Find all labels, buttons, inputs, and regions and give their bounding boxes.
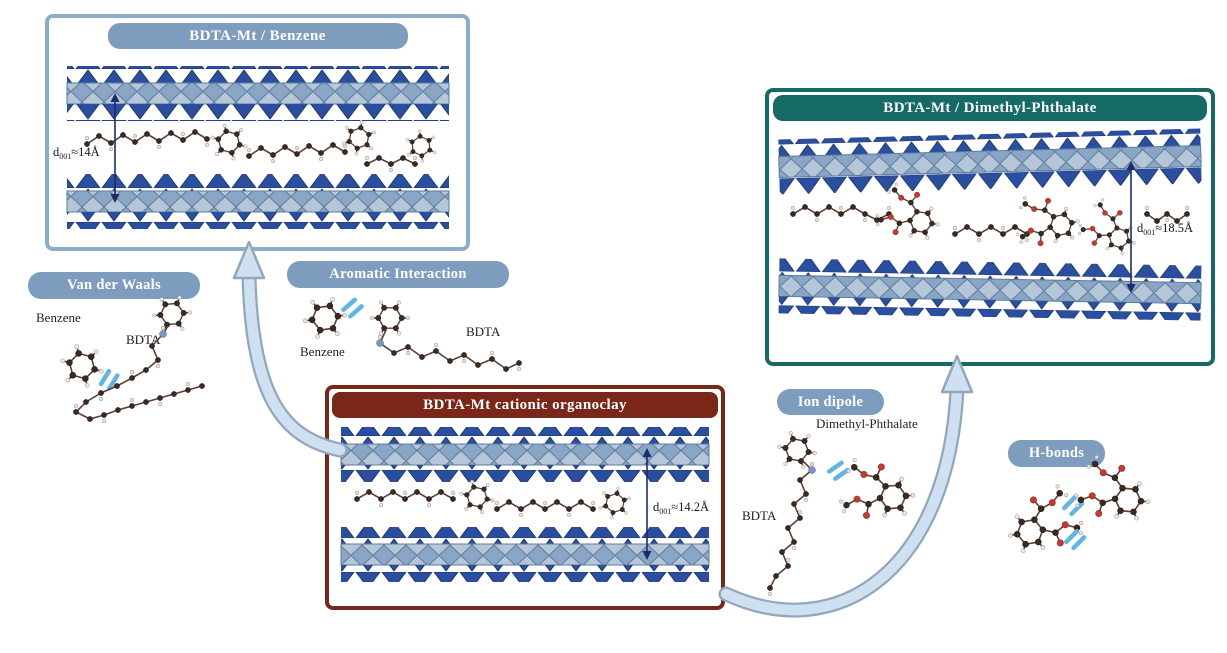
label-ion-dipole: Ion dipole [777, 389, 884, 415]
bdta-chain [494, 499, 596, 518]
panel-organoclay: BDTA-Mt cationic organoclay [325, 385, 725, 610]
bdta-label: BDTA [126, 332, 161, 347]
benzyl-ring [369, 299, 411, 337]
dmp-molecule [1000, 480, 1088, 556]
scene-aromatic-interaction: Benzene BDTA [299, 295, 522, 372]
bdta-chain [364, 155, 418, 173]
bdta-chain [84, 129, 210, 152]
panel-bdta-benzene-title: BDTA-Mt / Benzene [107, 23, 408, 49]
bdta-chain [1144, 206, 1190, 224]
panel-bdta-benzene-graphic: d001≈14Å [53, 66, 450, 229]
interaction-mark-icon [1064, 496, 1083, 515]
nitrogen-atom [376, 339, 384, 347]
d-spacing-label: d001≈14Å [53, 145, 100, 161]
panel-organoclay-graphic: d001≈14.2Å [340, 427, 710, 582]
panel-bdta-dmp: BDTA-Mt / Dimethyl-Phthalate [765, 88, 1215, 366]
bdta-molecule [73, 325, 205, 423]
label-h-bonds: H-bonds [1008, 440, 1105, 467]
interaction-mark-icon [828, 460, 849, 481]
dmp-molecule [835, 452, 918, 522]
interlayer-molecules [84, 116, 443, 173]
benzene-label: Benzene [36, 310, 81, 325]
benzene-molecule [54, 340, 110, 392]
label-aromatic-interaction: Aromatic Interaction [287, 261, 509, 288]
dmp-label: Dimethyl-Phthalate [816, 416, 918, 431]
dmp-molecule [1073, 193, 1146, 259]
nitrogen-atom [808, 466, 816, 474]
bdta-chain [790, 204, 892, 223]
benzyl-ring [594, 483, 636, 523]
d-spacing-arrow [110, 93, 120, 203]
scene-van-der-waals: Benzene BDTA [36, 294, 205, 423]
d-spacing-label: d001≈18.5Å [1137, 221, 1193, 237]
bdta-molecule [377, 334, 522, 372]
clay-layer-bottom [778, 258, 1202, 321]
d-spacing-arrow [1126, 161, 1136, 293]
interaction-mark-icon [100, 371, 118, 389]
panel-bdta-benzene: BDTA-Mt / Benzene [45, 14, 470, 251]
bdta-chain [354, 489, 456, 508]
bdta-molecule [767, 461, 815, 596]
label-van-der-waals: Van der Waals [28, 272, 200, 299]
benzyl-ring [773, 428, 821, 472]
panel-bdta-dmp-graphic: d001≈18.5Å [778, 128, 1202, 321]
benzene-label: Benzene [300, 344, 345, 359]
scene-h-bonds [1000, 452, 1155, 556]
d-spacing-label: d001≈14.2Å [653, 500, 709, 516]
clay-layer-top [778, 128, 1202, 195]
clay-layer-top [340, 427, 710, 482]
clay-layer-bottom [66, 174, 450, 229]
benzyl-ring [150, 294, 194, 334]
panel-bdta-dmp-title: BDTA-Mt / Dimethyl-Phthalate [773, 95, 1207, 121]
bdta-chain [246, 142, 348, 164]
clay-layer-top [66, 66, 450, 121]
nitrogen-atom [159, 330, 167, 338]
interaction-mark-icon [342, 298, 362, 318]
benzene-molecule [299, 295, 351, 341]
panel-organoclay-title: BDTA-Mt cationic organoclay [332, 392, 718, 418]
benzene-molecule [206, 120, 252, 164]
interaction-mark-icon [1066, 530, 1085, 549]
scene-ion-dipole: Dimethyl-Phthalate BDTA [742, 416, 918, 596]
clay-layer-bottom [340, 527, 710, 582]
benzyl-ring [455, 477, 499, 517]
interlayer-molecules [354, 477, 636, 523]
bdta-label: BDTA [742, 508, 777, 523]
d-spacing-arrow [642, 448, 652, 560]
interlayer-molecules [790, 179, 1190, 259]
bdta-label: BDTA [466, 324, 501, 339]
dmp-molecule [1008, 185, 1084, 252]
